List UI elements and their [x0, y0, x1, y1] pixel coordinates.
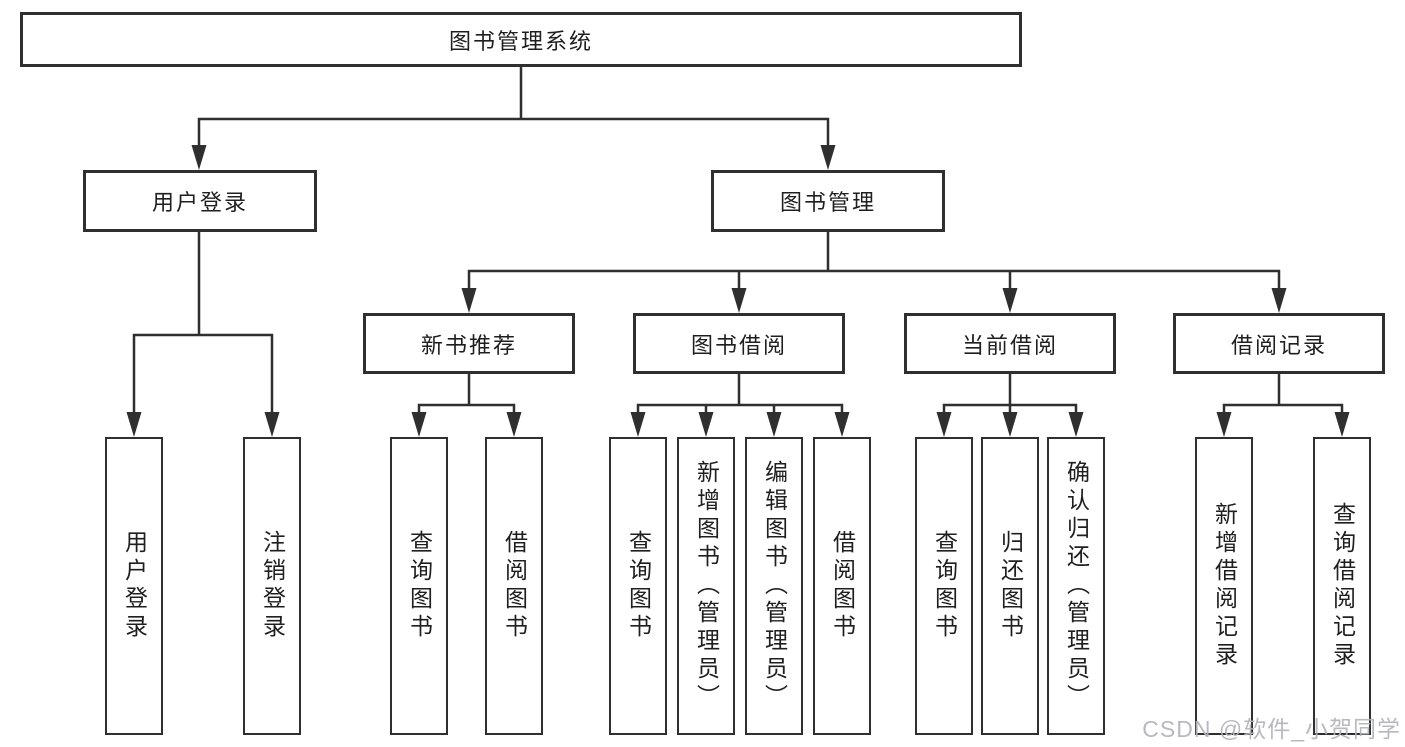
node-new-book-recommend-label: 新书推荐	[420, 332, 517, 358]
node-book-management: 图书管理	[711, 170, 945, 232]
leaf-borrow-query-book: 查询图书	[609, 437, 667, 735]
leaf-borrow-book-label: 借阅图书	[829, 530, 856, 642]
node-current-borrowing-label: 当前借阅	[961, 332, 1058, 358]
node-user-login-branch-label: 用户登录	[151, 190, 248, 215]
leaf-user-login-label: 用户登录	[121, 530, 148, 642]
leaf-borrow-book: 借阅图书	[813, 437, 871, 735]
leaf-current-query-book: 查询图书	[915, 437, 973, 735]
node-borrowing-records-label: 借阅记录	[1230, 332, 1327, 358]
node-book-borrowing: 图书借阅	[633, 313, 845, 374]
leaf-edit-book-admin: 编辑图书（管理员）	[745, 437, 803, 735]
leaf-query-borrow-record-label: 查询借阅记录	[1329, 502, 1356, 670]
leaf-confirm-return-admin-label: 确认归还（管理员）	[1063, 460, 1090, 712]
leaf-add-book-admin: 新增图书（管理员）	[677, 437, 735, 735]
arrowheads	[126, 145, 1350, 437]
node-root-system-label: 图书管理系统	[448, 28, 593, 54]
leaf-recommend-borrow-book: 借阅图书	[485, 437, 543, 735]
leaf-add-borrow-record-label: 新增借阅记录	[1211, 502, 1238, 670]
leaf-recommend-borrow-book-label: 借阅图书	[501, 530, 528, 642]
leaf-add-book-admin-label: 新增图书（管理员）	[693, 460, 720, 712]
leaf-logout-label: 注销登录	[259, 530, 286, 642]
leaf-borrow-query-book-label: 查询图书	[625, 530, 652, 642]
node-book-management-label: 图书管理	[779, 190, 876, 215]
node-new-book-recommend: 新书推荐	[363, 313, 575, 374]
node-root-system: 图书管理系统	[20, 12, 1022, 67]
node-borrowing-records: 借阅记录	[1173, 313, 1385, 374]
leaf-return-book: 归还图书	[981, 437, 1039, 735]
leaf-user-login: 用户登录	[105, 437, 163, 735]
leaf-edit-book-admin-label: 编辑图书（管理员）	[761, 460, 788, 712]
leaf-query-borrow-record: 查询借阅记录	[1313, 437, 1371, 735]
node-book-borrowing-label: 图书借阅	[690, 332, 787, 358]
leaf-add-borrow-record: 新增借阅记录	[1195, 437, 1253, 735]
csdn-watermark: CSDN @软件_小贺同学	[1142, 716, 1401, 742]
leaf-return-book-label: 归还图书	[997, 530, 1024, 642]
leaf-recommend-query-book: 查询图书	[390, 437, 448, 735]
node-current-borrowing: 当前借阅	[904, 313, 1116, 374]
leaf-current-query-book-label: 查询图书	[931, 530, 958, 642]
leaf-confirm-return-admin: 确认归还（管理员）	[1047, 437, 1105, 735]
leaf-logout: 注销登录	[243, 437, 301, 735]
leaf-recommend-query-book-label: 查询图书	[406, 530, 433, 642]
node-user-login-branch: 用户登录	[83, 170, 317, 232]
